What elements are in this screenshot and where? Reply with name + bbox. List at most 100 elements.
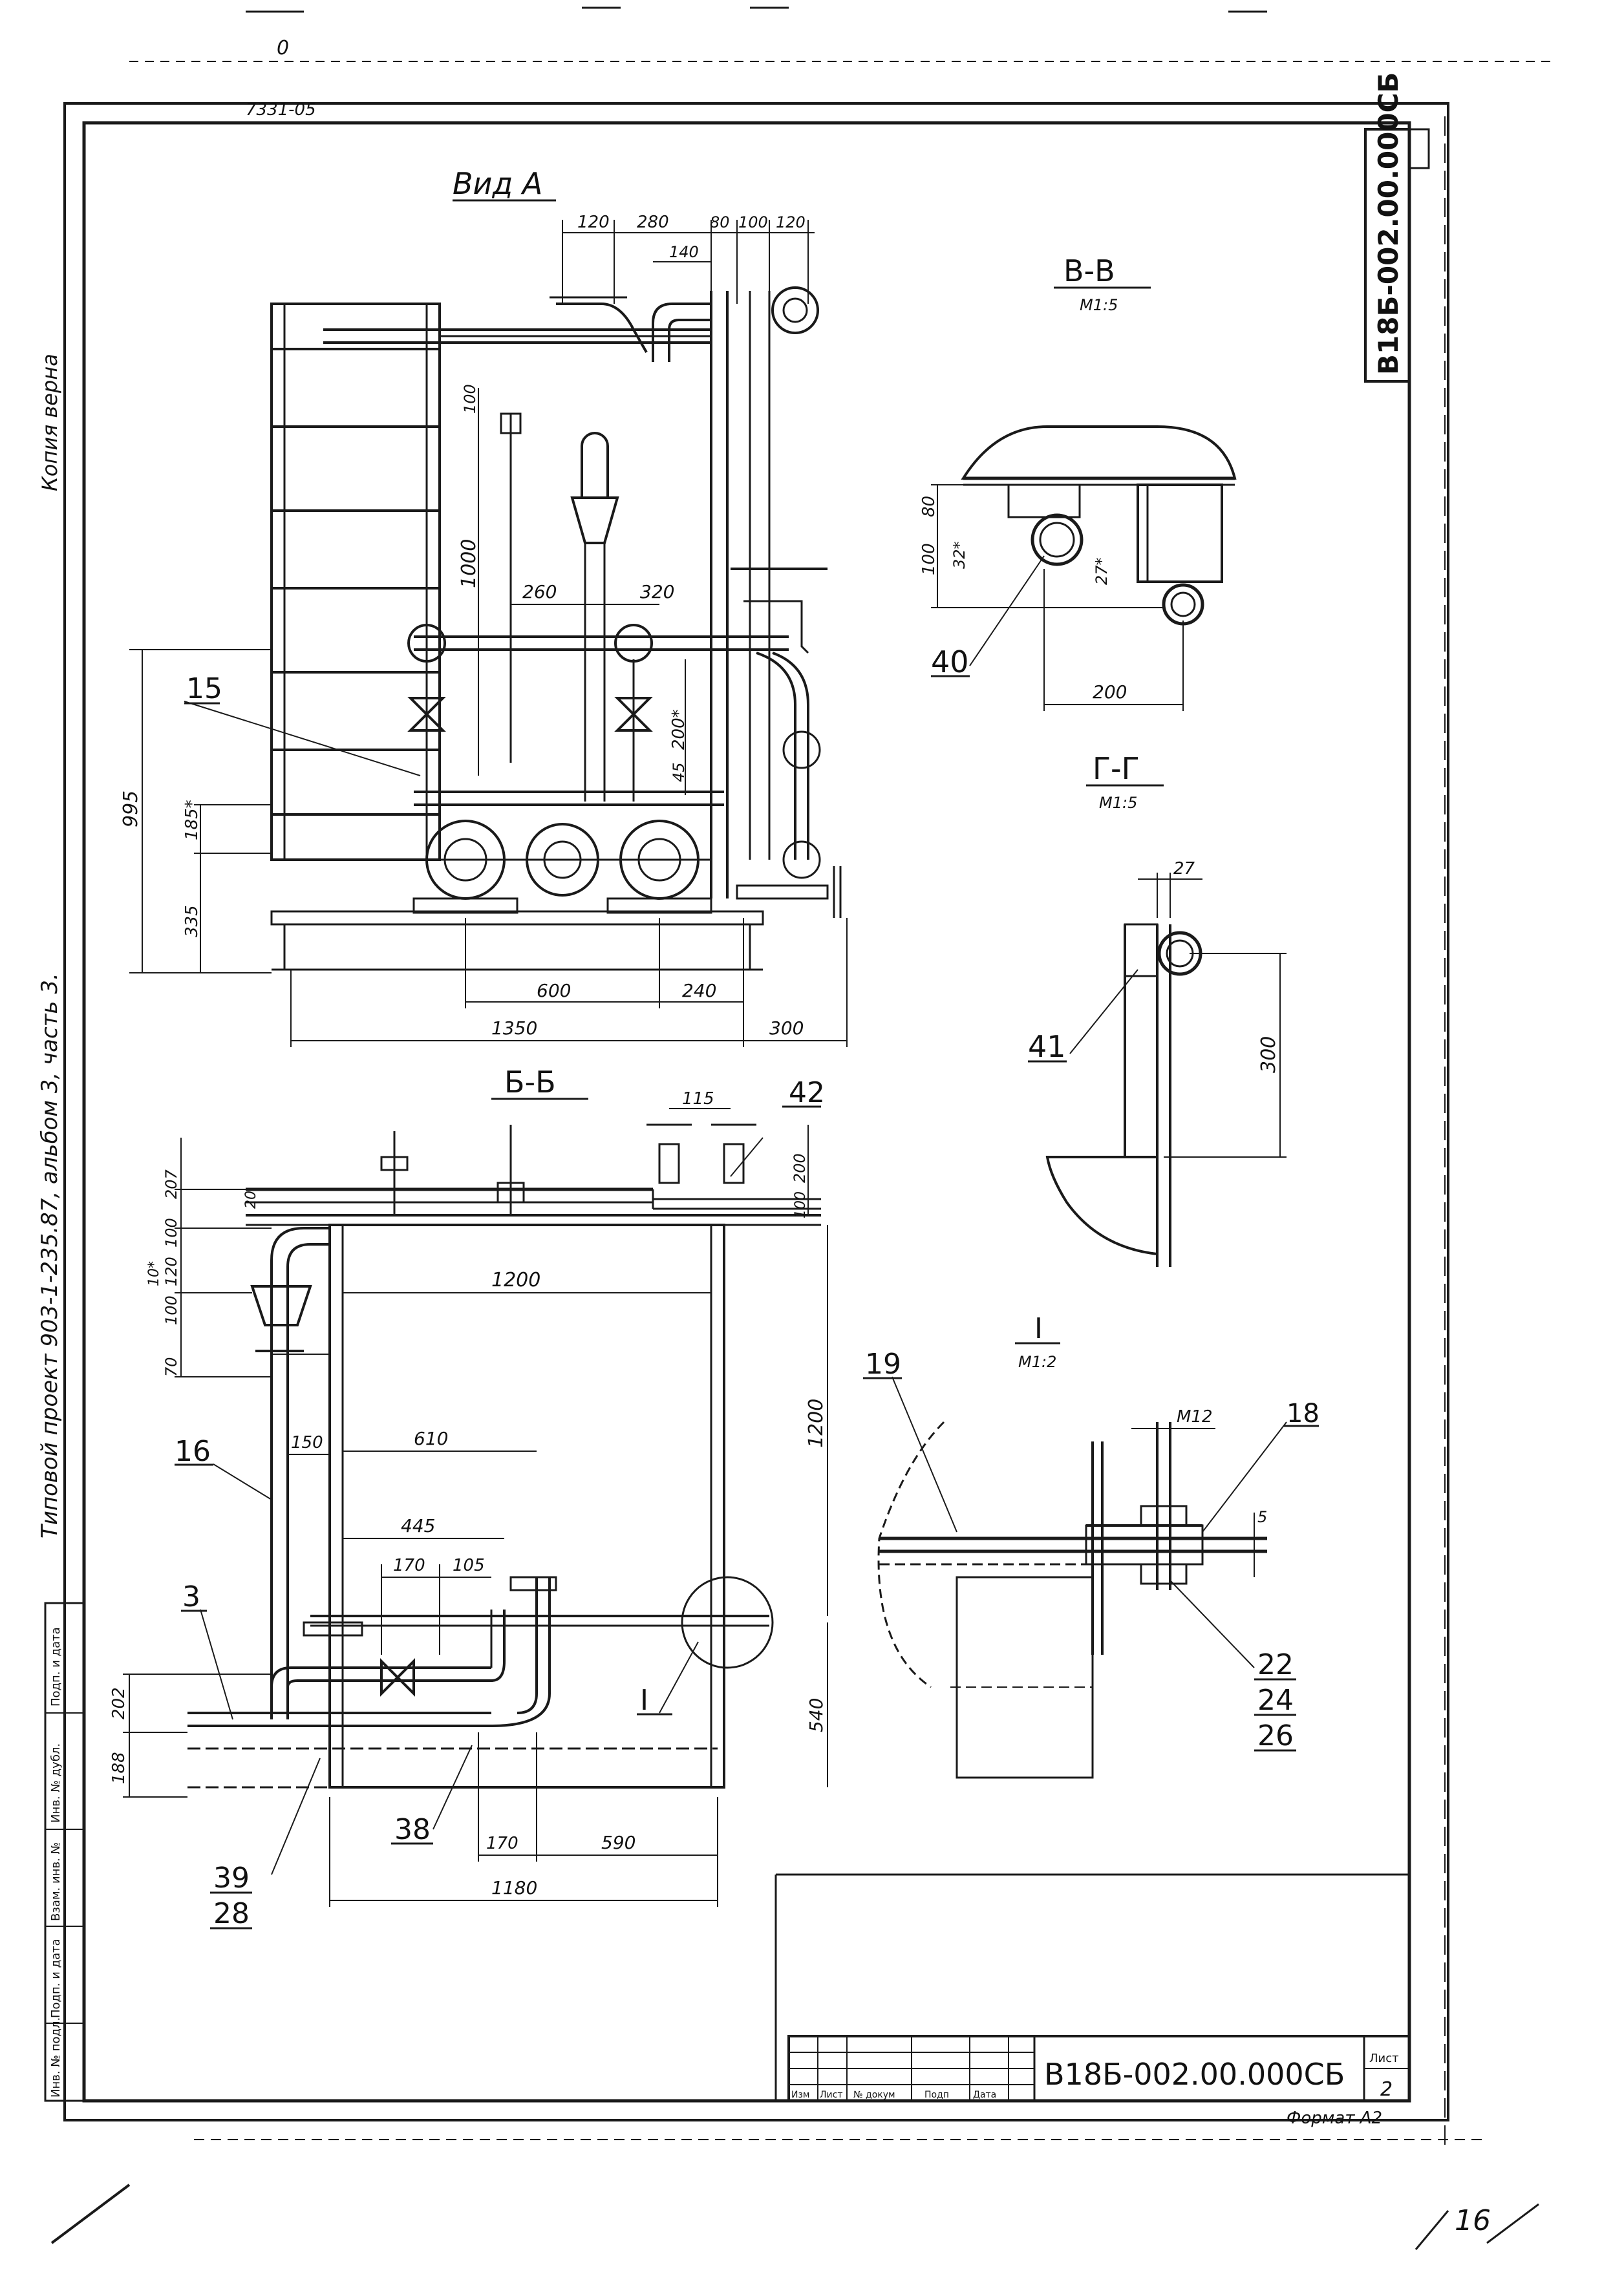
view-a: Вид А (120, 166, 848, 1047)
dim-v32: 32* (950, 541, 968, 569)
copy-note: Копия верна (37, 354, 62, 491)
dim-a120: 120 (577, 213, 610, 232)
view-b-b: Б-Б I (109, 1065, 828, 1930)
sheet-number: 2 (1380, 2078, 1393, 2101)
dim-a240: 240 (682, 980, 716, 1001)
drawing-code-bottom: В18Б-002.00.000СБ (1044, 2057, 1345, 2092)
stamp-ndoc: № докум (853, 2090, 895, 2100)
dim-b100b: 100 (162, 1295, 180, 1325)
dim-v27: 27* (1093, 557, 1111, 585)
view-v-v-title: В-В (1063, 253, 1115, 288)
dim-b20: 20 (243, 1191, 259, 1209)
dim-a1000: 1000 (458, 539, 480, 588)
side-inv-dubl: Инв. № дубл. (49, 1743, 63, 1823)
dim-a335: 335 (182, 905, 202, 937)
callout-28: 28 (213, 1897, 250, 1930)
stamp-list-label: Лист (1369, 2052, 1399, 2065)
dim-b1200h: 1200 (805, 1399, 828, 1448)
dim-a100v: 100 (461, 384, 479, 414)
dim-b1180: 1180 (491, 1877, 537, 1898)
callout-41: 41 (1028, 1029, 1066, 1064)
dim-b202: 202 (109, 1687, 129, 1719)
dim-b170: 170 (393, 1556, 425, 1575)
top-zero: 0 (277, 37, 289, 59)
stamp-list: Лист (820, 2090, 842, 2100)
dim-b70: 70 (162, 1357, 180, 1377)
dim-a100: 100 (738, 213, 768, 231)
dim-b610: 610 (414, 1428, 448, 1449)
dim-a600: 600 (537, 980, 571, 1001)
dim-b10: 10* (146, 1261, 162, 1286)
bottom-marks: 16 (50, 2139, 1539, 2250)
dim-a995: 995 (120, 791, 142, 827)
title-block: Изм Лист № докум Подп Дата В18Б-002.00.0… (774, 1873, 1411, 2128)
detail-I: I М1:2 M12 5 19 18 22 24 26 (863, 1312, 1319, 1779)
left-side-table: Подп. и дата Инв. № дубл. Взам. инв. № П… (44, 1602, 85, 2102)
view-b-b-title: Б-Б (504, 1065, 556, 1100)
dim-v100: 100 (919, 543, 939, 575)
view-a-title: Вид А (453, 166, 542, 201)
dim-a45: 45 (670, 762, 688, 782)
stamp-data: Дата (973, 2090, 996, 2100)
dim-a185: 185* (182, 800, 202, 840)
outer-frame (63, 102, 1449, 2121)
dim-a140: 140 (669, 243, 699, 261)
dim-b200: 200 (791, 1153, 809, 1183)
dim-a280: 280 (637, 213, 669, 232)
side-inv-podl: Инв. № подл. (49, 2017, 63, 2098)
dim-a120b: 120 (776, 213, 806, 231)
callout-38: 38 (394, 1813, 431, 1846)
top-edge-marks: 0 (129, 6, 1552, 62)
callout-26: 26 (1257, 1719, 1294, 1752)
callout-18: 18 (1287, 1399, 1319, 1429)
detail-title: I (1034, 1312, 1043, 1345)
dim-g27: 27 (1173, 859, 1195, 878)
side-podp-data-2: Подп. и дата (49, 1939, 63, 2018)
dim-b1200w: 1200 (491, 1269, 540, 1292)
dim-a320: 320 (640, 581, 674, 602)
dim-a260: 260 (522, 581, 557, 602)
dim-b120: 120 (162, 1257, 180, 1286)
drawing-code-top: В18Б-002.00.000СБ (1373, 72, 1404, 375)
callout-22: 22 (1257, 1648, 1294, 1681)
dim-a1350: 1350 (491, 1017, 537, 1039)
dim-v200: 200 (1093, 681, 1127, 703)
dim-a300: 300 (769, 1017, 804, 1039)
dim-b540: 540 (806, 1698, 827, 1732)
callout-42: 42 (789, 1076, 825, 1109)
dim-b590: 590 (601, 1832, 636, 1853)
callout-39: 39 (213, 1862, 250, 1895)
dim-b100: 100 (793, 1191, 809, 1218)
view-g-g-scale: М1:5 (1099, 794, 1137, 812)
inner-frame (82, 121, 1411, 2103)
dim-b150: 150 (291, 1433, 323, 1452)
dim-b188: 188 (109, 1752, 129, 1784)
format-label: Формат А2 (1287, 2109, 1382, 2128)
dim-g300: 300 (1257, 1036, 1280, 1073)
code-box-top: В18Б-002.00.000СБ (1364, 72, 1430, 383)
callout-16: 16 (175, 1435, 211, 1468)
stamp-podp: Подп (924, 2090, 949, 2100)
dim-b100a: 100 (162, 1218, 180, 1248)
dim-b115: 115 (682, 1089, 714, 1109)
dim-i-m12: M12 (1177, 1407, 1213, 1427)
stamp-izm: Изм (791, 2090, 809, 2100)
callout-detail-I: I (640, 1684, 648, 1717)
dim-b207: 207 (162, 1169, 180, 1199)
project-note: Типовой проект 903-1-235.87, альбом 3, ч… (37, 973, 63, 1538)
dim-b105: 105 (453, 1556, 485, 1575)
dim-i-5: 5 (1257, 1508, 1267, 1526)
corner-number: 16 (1455, 2204, 1491, 2237)
view-v-v-scale: М1:5 (1080, 296, 1118, 314)
dim-v80: 80 (919, 496, 939, 517)
side-vzam-inv: Взам. инв. № (49, 1842, 63, 1921)
callout-19: 19 (865, 1348, 901, 1381)
dim-a200s: 200* (669, 709, 689, 750)
detail-scale: М1:2 (1018, 1353, 1056, 1371)
callout-15: 15 (186, 672, 222, 705)
callout-3: 3 (182, 1580, 200, 1613)
view-v-v: В-В М1:5 80 100 32* 27* 200 40 (919, 253, 1237, 711)
view-g-g: Г-Г М1:5 27 300 41 (1028, 751, 1287, 1267)
dim-a80: 80 (710, 213, 730, 231)
